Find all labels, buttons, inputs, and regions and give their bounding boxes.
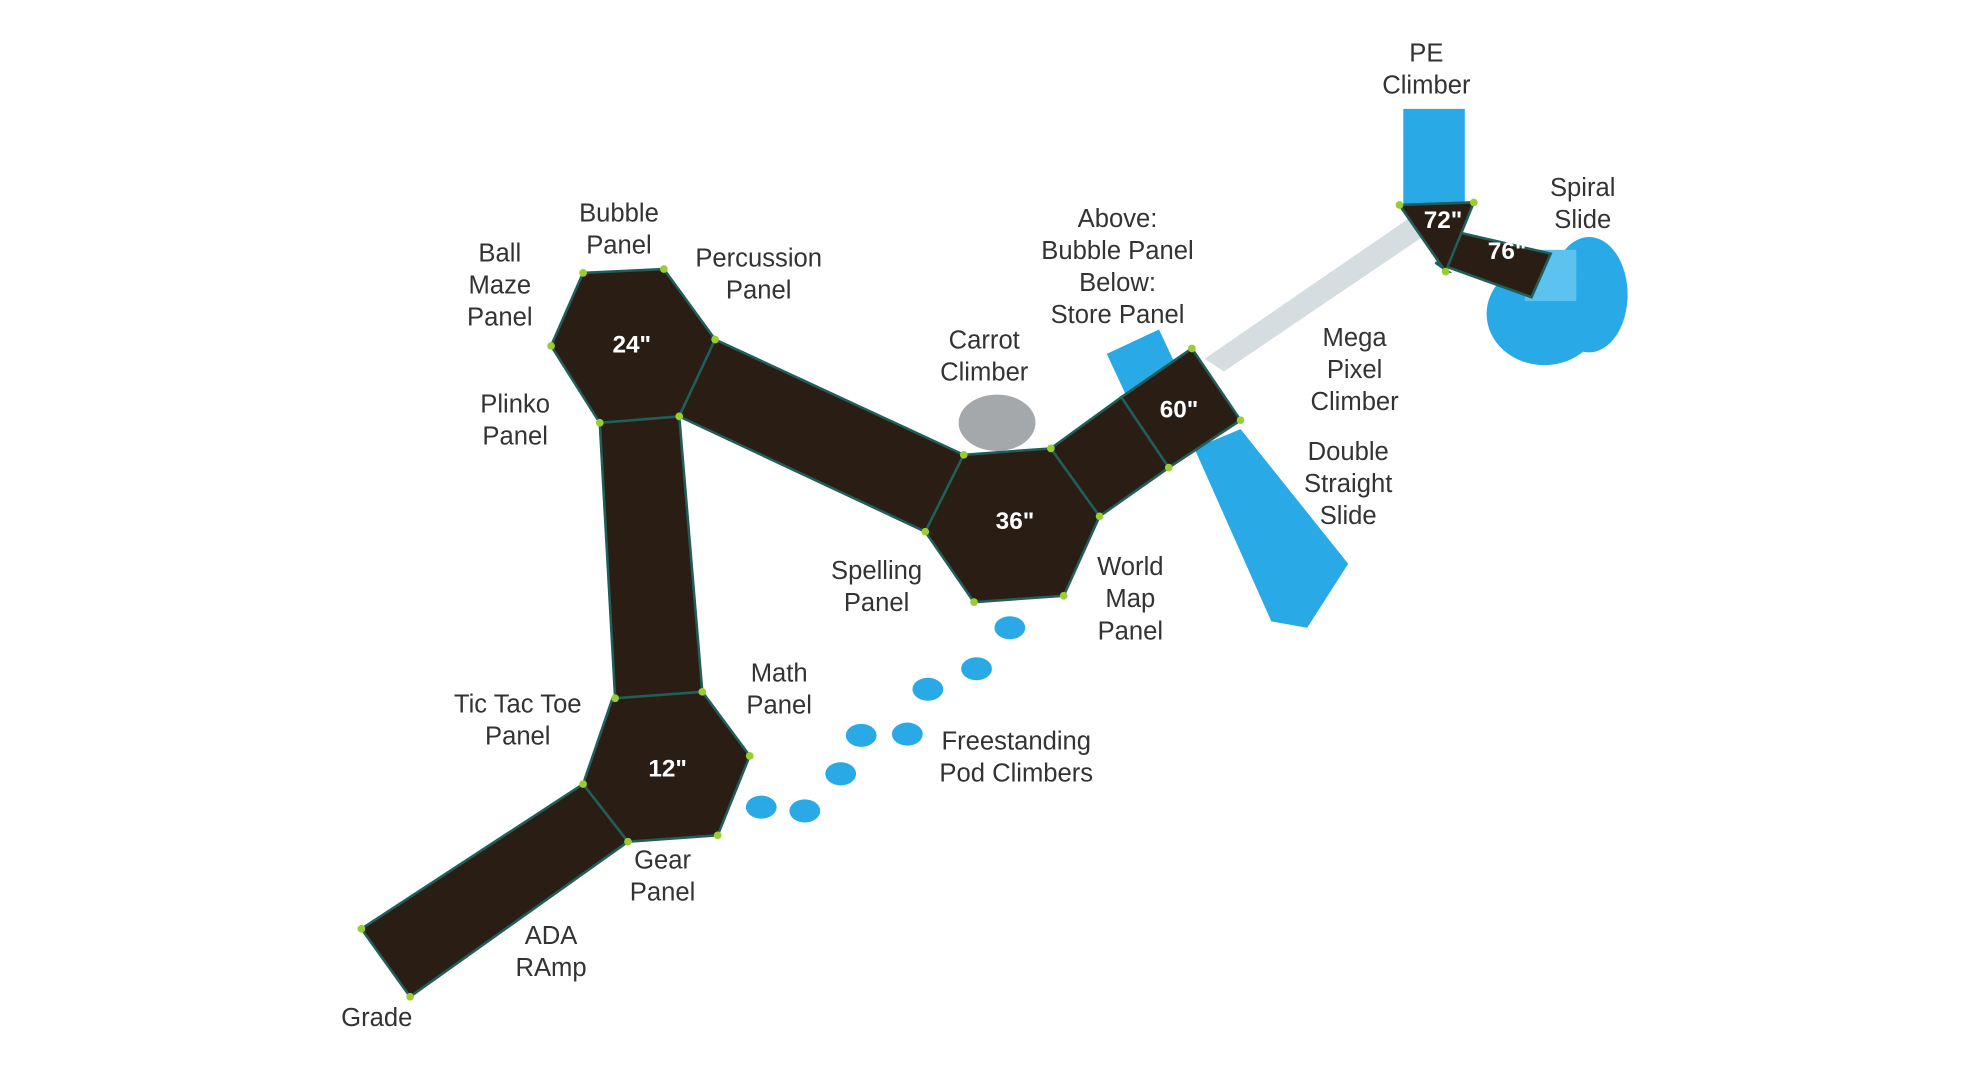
label-line: Panel	[630, 879, 696, 907]
label-line: Panel	[586, 232, 652, 260]
label-line: Climber	[1310, 388, 1399, 416]
label-line: Slide	[1320, 502, 1377, 530]
label-line: Gear	[634, 847, 691, 875]
carrot-climber-shape	[958, 394, 1036, 451]
label-line: Store Panel	[1051, 301, 1185, 329]
label-line: Above:	[1078, 205, 1158, 233]
posts	[357, 198, 1478, 1001]
label-line: Panel	[485, 722, 551, 750]
mega-pixel-climber-shape	[1204, 217, 1423, 372]
label-line: Bubble	[579, 200, 659, 228]
label-line: Mega	[1323, 324, 1388, 352]
label-line: World	[1097, 553, 1163, 581]
label-line: Math	[751, 660, 808, 688]
label-line: Maze	[468, 271, 531, 299]
label-ada-ramp: ADA RAmp	[515, 922, 586, 982]
label-line: Double	[1308, 438, 1389, 466]
label-line: Grade	[341, 1004, 412, 1032]
label-line: Carrot	[949, 326, 1020, 354]
label-line: Spiral	[1550, 174, 1615, 202]
label-line: Pixel	[1327, 356, 1383, 384]
label-line: Bubble Panel	[1041, 237, 1193, 265]
pod-climbers	[745, 616, 1026, 823]
label-line: Tic Tac Toe	[454, 690, 582, 718]
label-line: Percussion	[695, 244, 822, 272]
label-line: Climber	[940, 359, 1029, 387]
label-grade: Grade	[341, 1004, 412, 1032]
height-36: 36"	[996, 508, 1035, 535]
label-line: RAmp	[515, 954, 586, 982]
label-line: Plinko	[480, 391, 550, 419]
label-line: Panel	[844, 589, 910, 617]
height-72: 72"	[1424, 207, 1463, 234]
label-line: Straight	[1304, 470, 1392, 498]
height-76: 76"	[1488, 238, 1527, 265]
label-line: Ball	[478, 239, 521, 267]
label-line: Panel	[746, 692, 812, 720]
label-line: Freestanding	[942, 727, 1092, 755]
label-pe-climber: PE Climber	[1382, 39, 1471, 99]
label-line: ADA	[525, 922, 579, 950]
height-60: 60"	[1160, 397, 1199, 424]
height-24: 24"	[612, 331, 651, 358]
deck	[359, 201, 1553, 999]
label-line: Slide	[1554, 206, 1611, 234]
label-line: Climber	[1382, 72, 1471, 100]
label-line: Panel	[482, 423, 548, 451]
double-straight-slide-shape	[1194, 429, 1349, 628]
label-line: Panel	[1098, 617, 1164, 645]
label-line: Map	[1105, 585, 1155, 613]
label-line: Spelling	[831, 557, 922, 585]
label-line: PE	[1409, 39, 1443, 67]
label-line: Panel	[467, 303, 533, 331]
label-line: Pod Climbers	[939, 759, 1093, 787]
label-line: Panel	[726, 277, 792, 305]
pe-climber-shape	[1403, 108, 1465, 212]
label-line: Below:	[1079, 269, 1156, 297]
height-12: 12"	[648, 755, 687, 782]
